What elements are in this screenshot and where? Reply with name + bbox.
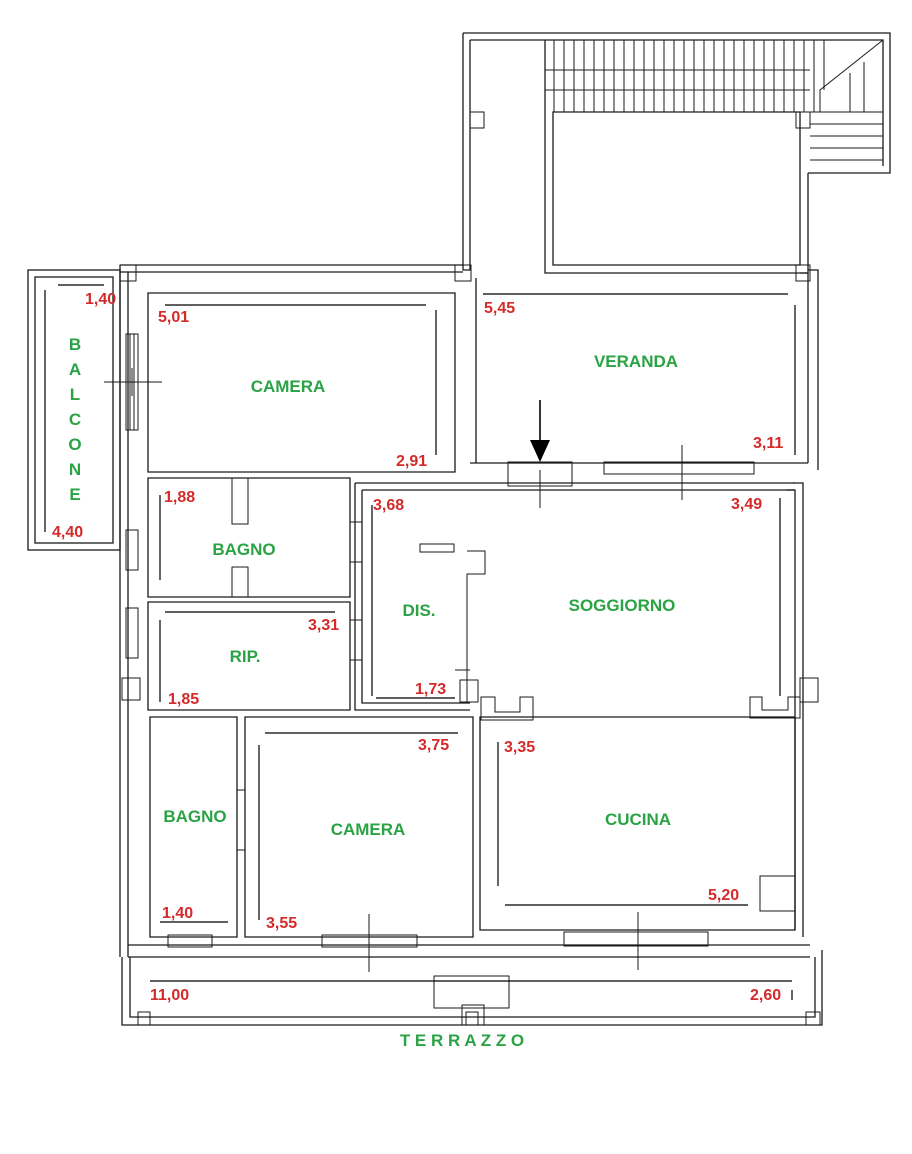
dimension-lines xyxy=(44,284,796,1000)
windows xyxy=(104,333,755,972)
room-label-camera-2: CAMERA xyxy=(331,820,406,839)
dim-terrazzo-height: 2,60 xyxy=(750,987,781,1004)
room-label-terrazzo: T E R R A Z Z O xyxy=(400,1031,524,1050)
dim-balcone-height: 4,40 xyxy=(52,524,83,541)
room-label-cucina: CUCINA xyxy=(605,810,671,829)
dim-camera2-width: 3,75 xyxy=(418,737,449,754)
dim-camera2-height: 3,55 xyxy=(266,915,297,932)
dim-rip-height: 1,85 xyxy=(168,691,199,708)
dim-rip-width: 3,31 xyxy=(308,617,339,634)
room-label-balcone-o: O xyxy=(68,435,81,454)
dim-bagno1-width: 1,88 xyxy=(164,489,195,506)
stairs-icon xyxy=(544,39,884,161)
balcone-outline xyxy=(27,269,121,551)
room-label-balcone-b: B xyxy=(69,335,81,354)
room-label-dis: DIS. xyxy=(402,601,435,620)
dim-veranda-height: 3,11 xyxy=(753,435,783,452)
dim-dis-width: 1,73 xyxy=(415,681,446,698)
fixtures xyxy=(231,478,801,721)
columns xyxy=(119,111,821,1026)
room-label-bagno-1: BAGNO xyxy=(212,540,275,559)
room-label-balcone-a: A xyxy=(69,360,81,379)
room-label-soggiorno: SOGGIORNO xyxy=(569,596,676,615)
room-label-camera-1: CAMERA xyxy=(251,377,326,396)
entrance-arrow-icon xyxy=(530,400,550,462)
dim-camera1-height: 2,91 xyxy=(396,453,427,470)
room-label-bagno-2: BAGNO xyxy=(163,807,226,826)
dim-camera1-width: 5,01 xyxy=(158,309,189,326)
dim-soggiorno-height: 3,49 xyxy=(731,496,762,513)
dim-terrazzo-width: 11,00 xyxy=(150,987,189,1004)
room-label-balcone-c: C xyxy=(69,410,81,429)
dim-cucina-width: 5,20 xyxy=(708,887,739,904)
room-label-balcone-e: E xyxy=(69,485,80,504)
dim-balcone-width: 1,40 xyxy=(85,291,116,308)
room-labels: B A L C O N E CAMERA VERANDA BAGNO SOGGI… xyxy=(68,335,678,1050)
room-label-veranda: VERANDA xyxy=(594,352,678,371)
dimension-labels: 1,40 4,40 5,01 2,91 5,45 3,11 1,88 3,68 … xyxy=(52,291,783,1004)
dim-cucina-height: 3,35 xyxy=(504,739,535,756)
dim-veranda-width: 5,45 xyxy=(484,300,515,317)
room-label-rip: RIP. xyxy=(230,647,261,666)
dim-dis-height: 3,68 xyxy=(373,497,404,514)
room-label-balcone-l: L xyxy=(70,385,80,404)
room-label-balcone-n: N xyxy=(69,460,81,479)
dim-bagno2-width: 1,40 xyxy=(162,905,193,922)
